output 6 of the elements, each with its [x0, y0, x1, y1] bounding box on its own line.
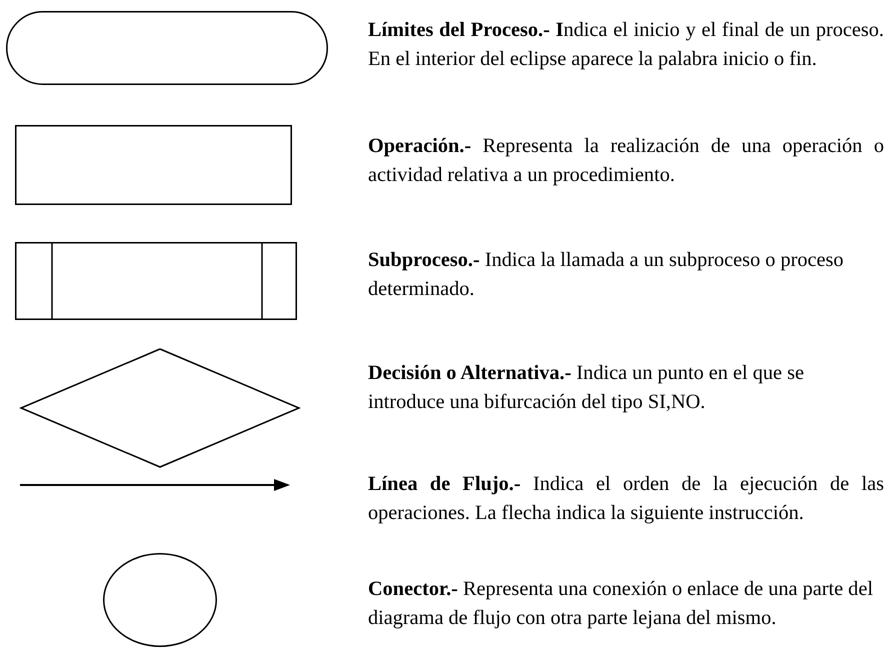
symbol-description: Límites del Proceso.- Indica el inicio y el final de un proceso. En el interior del eclipse aparece la palabra inicio o fin. [368, 18, 884, 72]
symbol-description: Línea de Flujo.- Indica el orden de la ejecución de las operaciones. La flecha indica la siguiente instrucción. [368, 472, 884, 526]
symbol-description: Conector.- Representa una conexión o enlace de una parte del diagrama de flujo con otra parte lejana del mismo. [368, 577, 874, 631]
symbol-description: Subproceso.- Indica la llamada a un subproceso o proceso determinado. [368, 248, 845, 302]
symbol-description: Decisión o Alternativa.- Indica un punto en el que se introduce una bifurcación del tipo SI,NO. [368, 361, 805, 415]
symbol-description: Operación.- Representa la realización de una operación o actividad relativa a un procedimiento. [368, 134, 884, 188]
